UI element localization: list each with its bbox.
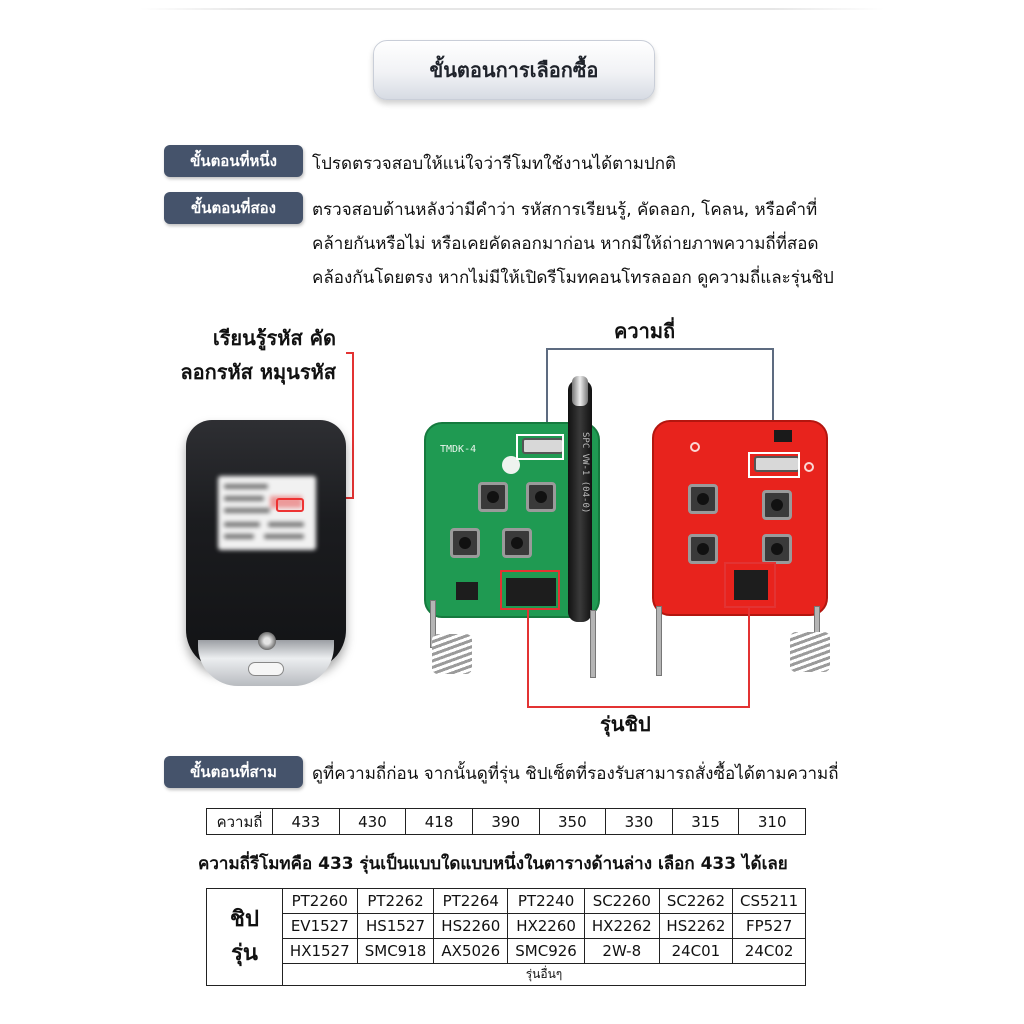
frequency-cell: 330 <box>605 808 673 835</box>
model-cell: SC2262 <box>658 888 734 914</box>
green-chip-highlight <box>500 570 560 610</box>
step-one-label: ขั้นตอนที่หนึ่ง <box>164 145 303 177</box>
model-cell: HX2262 <box>583 913 660 939</box>
models-row-header-line-2: รุ่น <box>231 941 258 966</box>
model-cell: AX5026 <box>433 938 509 964</box>
model-cell: PT2264 <box>433 888 509 914</box>
chip-models-table: ชิป รุ่น PT2260 PT2262 PT2264 PT2240 SC2… <box>206 888 806 986</box>
model-cell: SMC926 <box>507 938 585 964</box>
antenna-image: SPC VW-1 (04-0) <box>568 376 592 622</box>
model-cell: HS2262 <box>658 913 734 939</box>
model-cell: SC2260 <box>583 888 660 914</box>
frequency-cell: 315 <box>671 808 740 835</box>
frequency-cell: 310 <box>738 808 806 835</box>
step-three-label: ขั้นตอนที่สาม <box>164 756 303 788</box>
models-footer: รุ่นอื่นๆ <box>282 963 806 986</box>
model-cell: EV1527 <box>282 913 358 939</box>
frequency-connector-right <box>772 348 774 452</box>
frequency-cell: 418 <box>405 808 473 835</box>
model-cell: SMC918 <box>356 938 435 964</box>
frequency-callout-label: ความถี่ <box>614 319 676 343</box>
remote-pointer-v <box>352 352 354 498</box>
step-three-text: ดูที่ความถี่ก่อน จากนั้นดูที่รุ่น ชิปเซ็… <box>312 764 839 784</box>
green-crystal-highlight <box>516 434 564 460</box>
chip-connector-left <box>527 608 529 708</box>
step-two-text-line-1: ตรวจสอบด้านหลังว่ามีคำว่า รหัสการเรียนรู… <box>312 200 818 220</box>
frequency-table-header: ความถี่ <box>206 808 273 835</box>
remote-control-image <box>186 420 346 688</box>
chip-connector-right <box>748 606 750 708</box>
frequency-cell: 350 <box>538 808 607 835</box>
frequency-table: ความถี่ 433 430 418 390 350 330 315 310 <box>206 808 806 835</box>
antenna-marking: SPC VW-1 (04-0) <box>580 432 590 514</box>
model-cell: PT2240 <box>507 888 585 914</box>
frequency-cell: 390 <box>471 808 540 835</box>
model-cell: PT2262 <box>356 888 435 914</box>
model-cell: 24C02 <box>732 938 806 964</box>
remote-pointer-h <box>346 352 354 354</box>
green-pcb-marking: TMDK-4 <box>440 444 477 455</box>
frequency-cell: 430 <box>338 808 407 835</box>
model-cell: FP527 <box>732 913 806 939</box>
red-chip-highlight <box>724 562 776 608</box>
models-row-header-line-1: ชิป <box>230 907 259 932</box>
frequency-note: ความถี่รีโมทคือ 433 รุ่นเป็นแบบใดแบบหนึ่… <box>198 854 788 874</box>
chip-connector-bottom <box>527 706 750 708</box>
frequency-connector-top <box>546 348 774 350</box>
model-cell: HX1527 <box>282 938 358 964</box>
model-cell: PT2260 <box>282 888 358 914</box>
model-cell: HS1527 <box>356 913 435 939</box>
step-two-text-line-3: คล้องกันโดยตรง หากไม่มีให้เปิดรีโมทคอนโท… <box>312 268 834 288</box>
step-two-text-line-2: คล้ายกันหรือไม่ หรือเคยคัดลอกมาก่อน หากม… <box>312 234 819 254</box>
model-cell: HX2260 <box>507 913 585 939</box>
model-cell: CS5211 <box>732 888 806 914</box>
models-row-header: ชิป รุ่น <box>206 888 283 986</box>
frequency-cell: 433 <box>272 808 340 835</box>
remote-label-line-2: ลอกรหัส หมุนรหัส <box>180 360 336 384</box>
page-title: ขั้นตอนการเลือกซื้อ <box>373 40 655 100</box>
step-two-label: ขั้นตอนที่สอง <box>164 192 303 224</box>
red-pcb-image <box>652 420 828 616</box>
top-divider <box>140 8 884 10</box>
model-cell: 2W-8 <box>583 938 660 964</box>
remote-label-line-1: เรียนรู้รหัส คัด <box>212 326 336 350</box>
frequency-connector-left <box>546 348 548 438</box>
model-cell: 24C01 <box>658 938 734 964</box>
chip-callout-label: รุ่นชิป <box>600 712 651 736</box>
red-crystal-highlight <box>748 452 800 478</box>
model-cell: HS2260 <box>433 913 509 939</box>
step-one-text: โปรดตรวจสอบให้แน่ใจว่ารีโมทใช้งานได้ตามป… <box>312 154 677 174</box>
code-highlight-box <box>276 498 304 512</box>
